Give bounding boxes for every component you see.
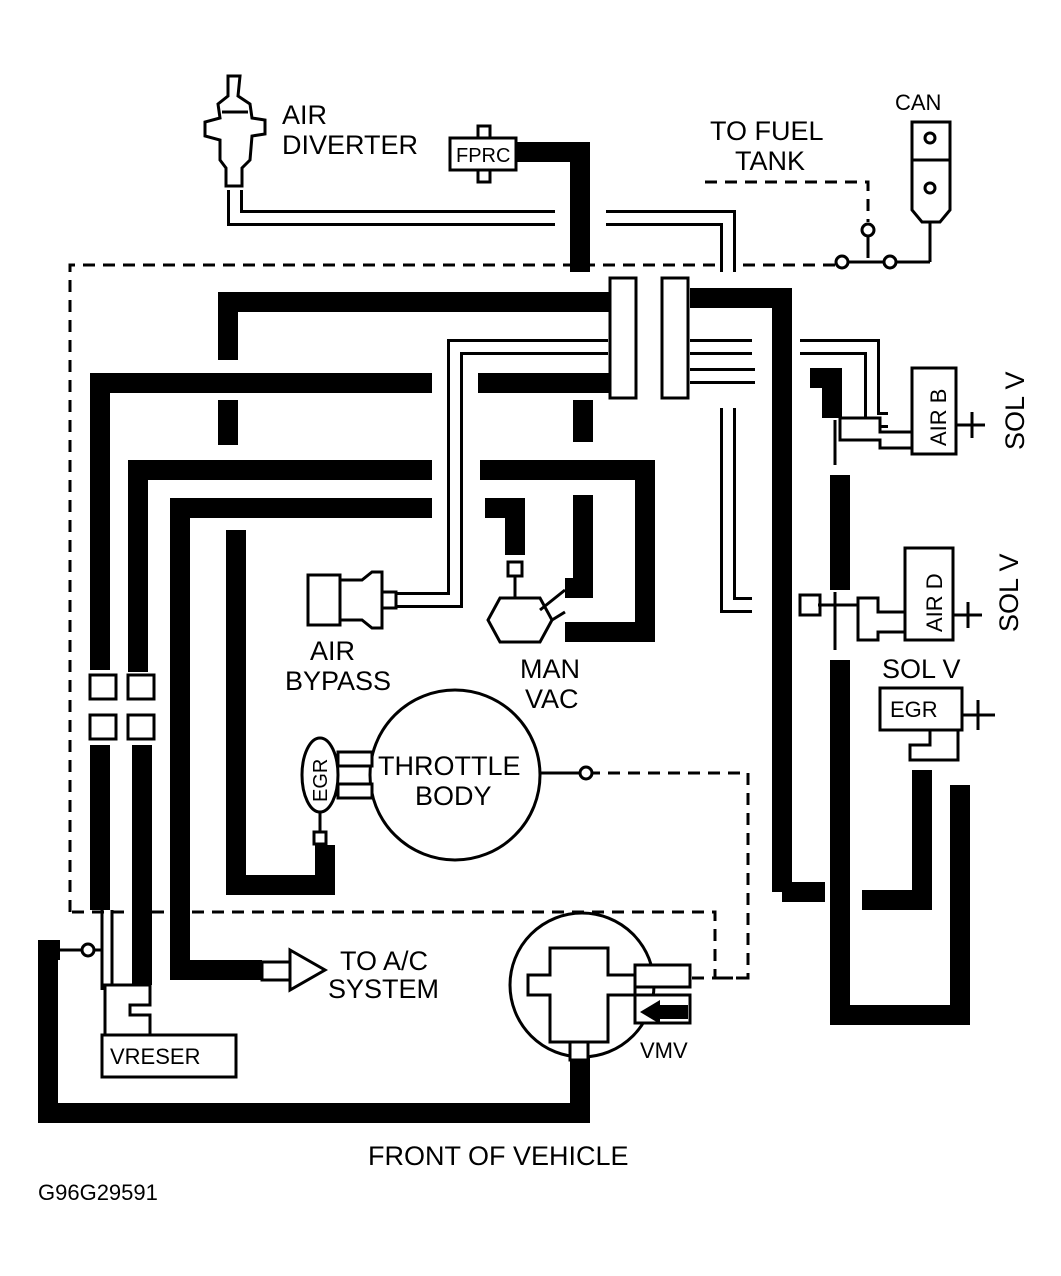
front-of-vehicle-label: FRONT OF VEHICLE	[368, 1141, 629, 1171]
canister-icon	[910, 120, 952, 262]
dashed-lines	[68, 180, 870, 980]
sol-v-label-2: SOL V	[994, 553, 1024, 632]
air-b-solenoid	[838, 366, 985, 456]
air-diverter-label-1: AIR	[282, 100, 327, 130]
air-d-solenoid	[798, 546, 982, 642]
sol-v-label-1: SOL V	[1000, 371, 1030, 450]
air-diverter-icon	[203, 74, 267, 188]
air-diverter-label-2: DIVERTER	[282, 130, 418, 160]
egr-valve	[300, 736, 374, 846]
vreser-label: VRESER	[110, 1044, 200, 1069]
air-d-label: AIR D	[922, 573, 947, 632]
vreser-component	[100, 983, 238, 1079]
fprc-component	[448, 124, 518, 184]
air-bypass-icon	[306, 570, 398, 630]
to-ac-label-2: SYSTEM	[328, 974, 439, 1004]
check-valves-icon	[834, 222, 930, 270]
air-b-label: AIR B	[926, 389, 951, 446]
throttle-body-label-1: THROTTLE	[378, 751, 521, 781]
left-connectors	[60, 673, 156, 990]
white-hoses	[227, 190, 888, 613]
right-tee-fittings	[818, 420, 858, 650]
air-bypass-label-1: AIR	[310, 636, 355, 666]
to-ac-label-1: TO A/C	[340, 946, 428, 976]
vmv-label: VMV	[640, 1038, 688, 1063]
egr-solenoid-label: EGR	[890, 697, 938, 722]
egr-valve-label: EGR	[310, 759, 332, 802]
figure-code-label: G96G29591	[38, 1180, 158, 1205]
egr-solenoid	[878, 686, 995, 762]
man-vac-label-2: VAC	[525, 684, 579, 714]
black-hoses	[38, 142, 970, 1123]
man-vac-fitting	[486, 560, 566, 644]
ac-connector	[260, 947, 329, 993]
fprc-label: FPRC	[456, 145, 510, 167]
throttle-body-label-2: BODY	[415, 781, 492, 811]
sol-v-label-3: SOL V	[882, 654, 961, 684]
throttle-body	[368, 688, 594, 862]
junction-block	[608, 276, 690, 400]
can-label: CAN	[895, 90, 941, 115]
air-bypass-label-2: BYPASS	[285, 666, 391, 696]
vmv-component	[508, 911, 692, 1062]
to-fuel-tank-label-1: TO FUEL	[710, 116, 824, 146]
to-fuel-tank-label-2: TANK	[735, 146, 805, 176]
man-vac-label-1: MAN	[520, 654, 580, 684]
